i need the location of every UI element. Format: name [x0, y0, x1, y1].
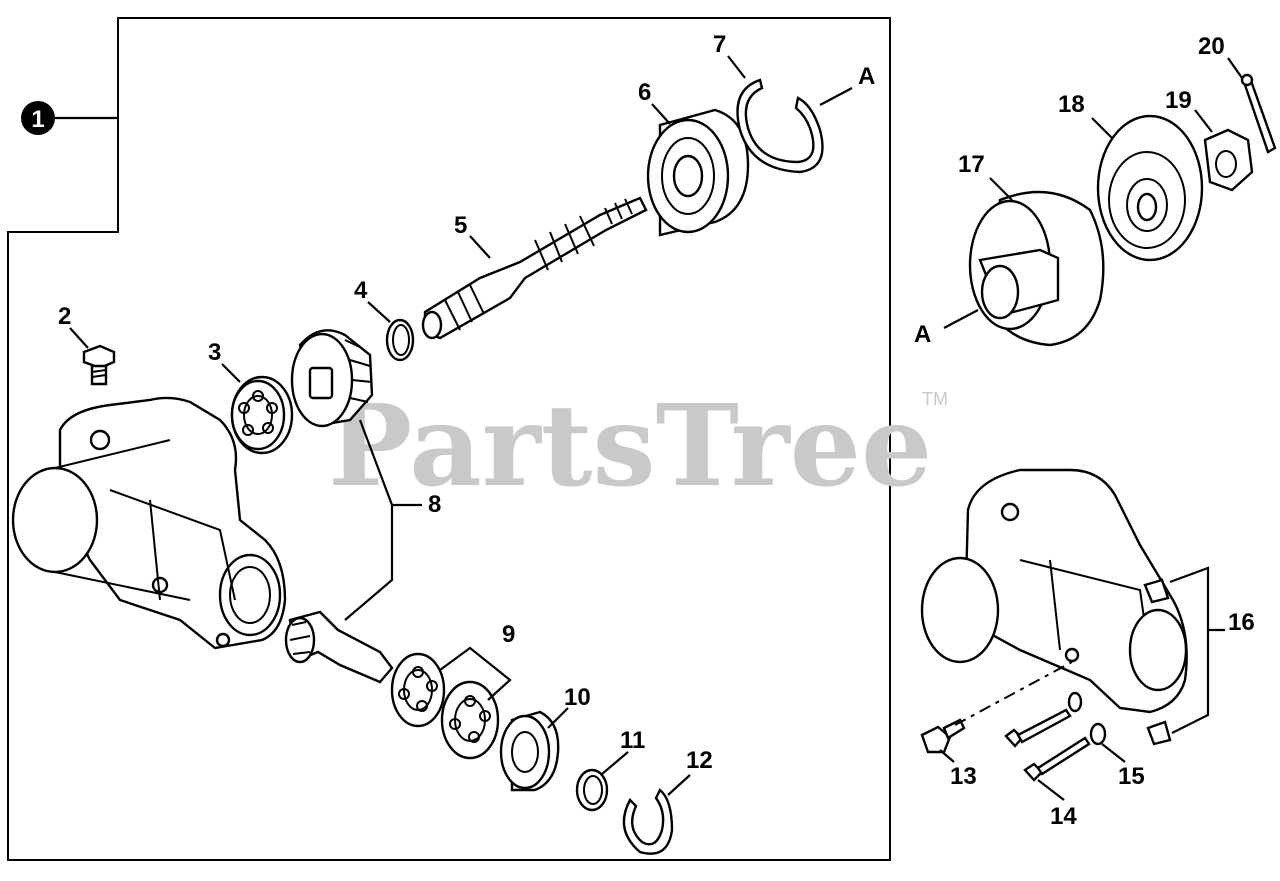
gear-case-assembly-16 [920, 468, 1188, 746]
callout-4: 4 [354, 277, 368, 304]
callout-3: 3 [208, 339, 221, 366]
gear-case-housing [11, 396, 287, 650]
callout-11: 11 [620, 727, 645, 754]
callout-5: 5 [454, 212, 467, 239]
callout-17: 17 [958, 151, 985, 178]
group-number: 1 [31, 106, 44, 133]
part-14-screws [1004, 708, 1091, 782]
callout-6: 6 [638, 79, 651, 106]
part-9-bearings [390, 652, 500, 760]
part-17-collar [968, 190, 1105, 347]
part-3-bearing [230, 375, 294, 455]
callout-12: 12 [686, 747, 713, 774]
callout-19: 19 [1165, 87, 1192, 114]
callout-10: 10 [564, 684, 591, 711]
callout-labels: 2 3 4 5 6 7 8 9 10 11 12 13 14 15 16 17 … [58, 31, 1255, 830]
part-11-snap-ring [575, 768, 609, 812]
part-12-snap-ring [622, 788, 674, 855]
part-7-snap-ring [736, 78, 824, 174]
callout-8: 8 [428, 491, 441, 518]
watermark-tm: TM [922, 389, 948, 409]
part-13-screw [920, 661, 1073, 754]
part-4-snap-ring [385, 318, 415, 362]
part-10-bearing [499, 710, 560, 792]
callout-9: 9 [502, 621, 515, 648]
part-19-nut [1203, 128, 1254, 192]
leader-lines [69, 55, 1243, 801]
group-number-badge: 1 [21, 101, 118, 135]
watermark: PartsTree [328, 381, 932, 512]
callout-16: 16 [1228, 609, 1255, 636]
group-frame [7, 17, 891, 861]
callout-7: 7 [713, 31, 726, 58]
connector-a-right: A [914, 321, 931, 348]
part-8-bevel-gear [290, 329, 374, 428]
callout-20: 20 [1198, 33, 1225, 60]
part-2-bolt [82, 344, 116, 386]
part-8-pinion-shaft [284, 610, 394, 684]
connector-a-top: A [858, 63, 875, 90]
part-20-cotter-pin [1240, 73, 1277, 154]
callout-13: 13 [950, 763, 977, 790]
callout-14: 14 [1050, 803, 1077, 830]
part-15-washers [1067, 691, 1107, 746]
part-5-shaft [421, 196, 648, 340]
part-18-disc [1096, 114, 1204, 262]
callout-2: 2 [58, 303, 71, 330]
part-6-bearing [646, 108, 750, 237]
callout-15: 15 [1118, 763, 1145, 790]
callout-18: 18 [1058, 91, 1085, 118]
